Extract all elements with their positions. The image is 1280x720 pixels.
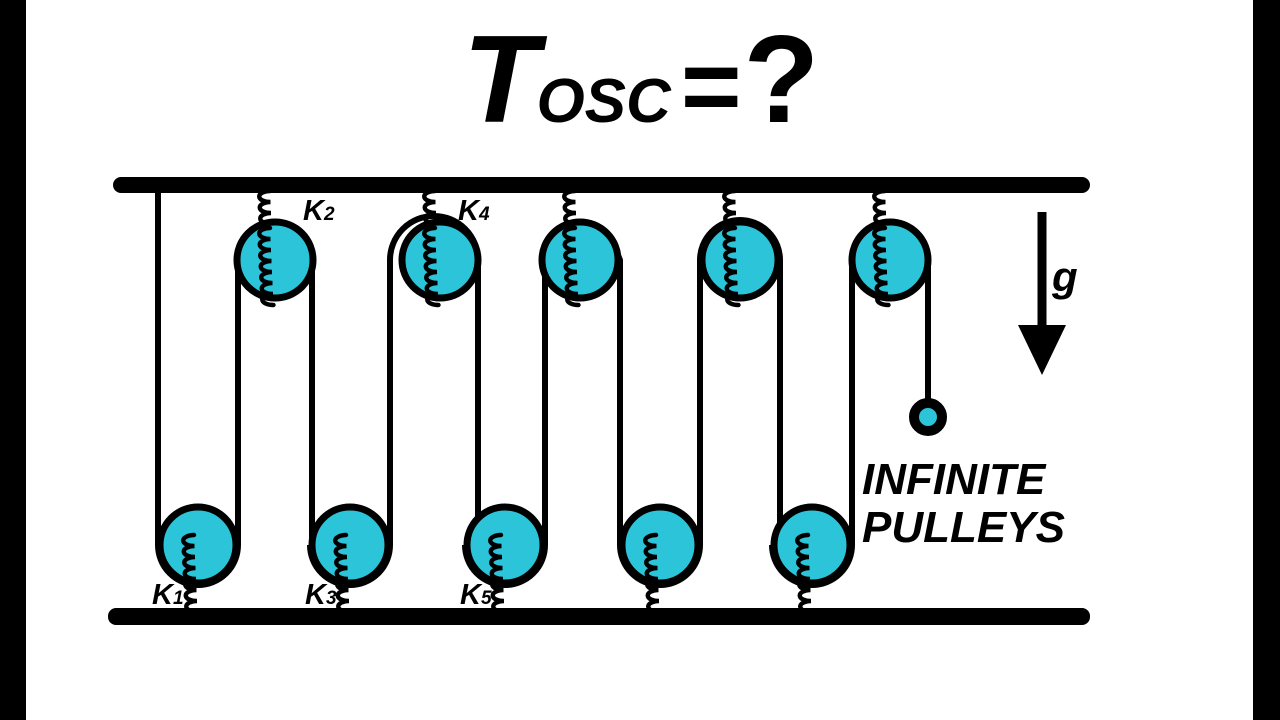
- bottom-pulley-5[interactable]: [770, 503, 854, 587]
- bottom-pulley-2[interactable]: [308, 503, 392, 587]
- top-pulley-4[interactable]: [698, 218, 782, 302]
- spring-label-k5: K5: [460, 581, 492, 610]
- top-pulley-1[interactable]: [233, 218, 317, 302]
- spring-label-k5-name: K: [460, 579, 481, 611]
- gravity-label: g: [1052, 253, 1078, 300]
- spring-label-k3-name: K: [305, 579, 326, 611]
- ceiling-support-bar: [113, 177, 1090, 193]
- letterbox-right: [1253, 0, 1280, 720]
- spring-label-k4-sub: 4: [478, 204, 490, 225]
- top-pulley-5[interactable]: [848, 218, 932, 302]
- bottom-pulley-3[interactable]: [463, 503, 547, 587]
- hanging-mass[interactable]: [909, 398, 947, 436]
- spring-label-k3-sub: 3: [325, 588, 337, 609]
- spring-label-k3: K3: [305, 581, 337, 610]
- top-pulley-3[interactable]: [538, 218, 622, 302]
- spring-label-k2: K2: [303, 197, 335, 226]
- spring-label-k1-sub: 1: [172, 588, 184, 609]
- spring-label-k1-name: K: [152, 579, 173, 611]
- bottom-pulley-1[interactable]: [156, 503, 240, 587]
- top-pulleys-group: [233, 218, 932, 302]
- spring-label-k2-sub: 2: [323, 204, 335, 225]
- spring-label-k5-sub: 5: [480, 588, 492, 609]
- floor-support-bar: [108, 608, 1090, 625]
- annotation-line-1: INFINITE: [862, 455, 1046, 504]
- bottom-pulley-4[interactable]: [618, 503, 702, 587]
- top-pulley-2[interactable]: [398, 218, 482, 302]
- spring-label-k4-name: K: [458, 195, 479, 227]
- spring-label-k4: K4: [458, 197, 490, 226]
- hanging-mass-ring: [909, 398, 947, 436]
- infinite-pulleys-annotation: INFINITE PULLEYS: [862, 456, 1065, 551]
- annotation-line-2: PULLEYS: [862, 502, 1065, 552]
- bottom-pulleys-group: [156, 503, 854, 587]
- spring-label-k2-name: K: [303, 195, 324, 227]
- letterbox-left: [0, 0, 26, 720]
- gravity-arrow-icon: [1018, 212, 1066, 375]
- spring-label-k1: K1: [152, 581, 184, 610]
